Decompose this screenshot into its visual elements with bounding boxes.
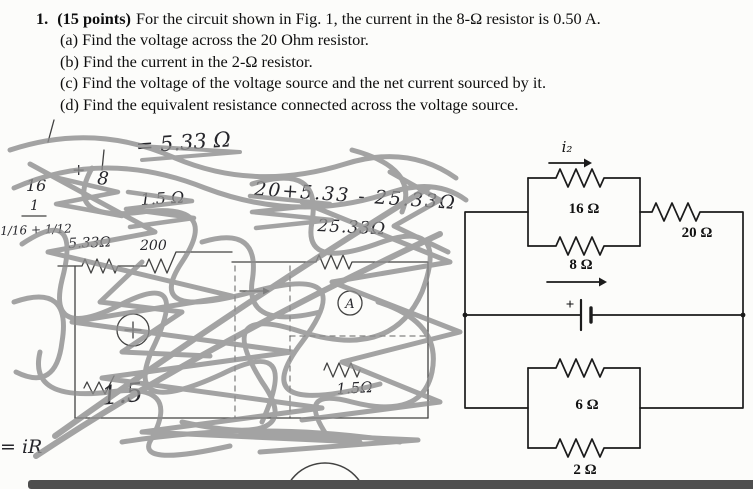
scribble-stroke <box>97 259 213 359</box>
scribble-stroke <box>247 193 335 231</box>
scribble-stroke <box>7 135 459 181</box>
problem-part-d: (d) Find the equivalent resistance conne… <box>60 94 519 114</box>
scribble-stroke <box>299 199 463 423</box>
scribble-strokes <box>7 135 469 459</box>
current-arrowhead-8ohm <box>599 277 607 287</box>
junction-dot-left <box>462 312 468 318</box>
problem-line-1: 1. (15 points)For the circuit shown in Fi… <box>36 8 741 29</box>
scribble-stroke <box>123 189 197 230</box>
sketch-resistor-lower <box>323 362 361 378</box>
problem-part-a: (a) Find the voltage across the 20 Ohm r… <box>60 30 369 50</box>
handwritten-note: 1 <box>30 198 39 214</box>
scribble-stroke <box>138 144 242 162</box>
label-2ohm: 2 Ω <box>573 462 596 478</box>
scribble-stroke <box>312 299 436 443</box>
label-6ohm: 6 Ω <box>575 397 598 413</box>
label-20ohm: 20 Ω <box>682 225 713 241</box>
sketch-top-wire-right <box>231 254 429 270</box>
resistor-20ohm <box>639 202 744 409</box>
sketch-bottom-circle <box>285 462 365 489</box>
scribble-stroke <box>11 294 66 381</box>
resistor-6ohm <box>527 358 641 378</box>
label-16ohm: 16 Ω <box>569 201 600 217</box>
current-arrowhead-i2 <box>584 158 592 168</box>
left-rail <box>464 211 529 409</box>
current-i2-label: i₂ <box>562 138 573 156</box>
scribble-stroke <box>387 169 451 255</box>
scribble-stroke <box>199 235 323 320</box>
sketch-top-wire-left <box>57 251 233 274</box>
problem-statement: 1. (15 points)For the circuit shown in Fi… <box>36 8 741 115</box>
resistor-8ohm <box>527 236 641 256</box>
scribble-stroke <box>237 429 421 455</box>
scribble-stroke <box>36 349 233 458</box>
handwritten-note: 200 <box>140 238 167 254</box>
scribble-stroke <box>53 175 125 219</box>
resistor-2ohm <box>527 438 641 458</box>
problem-number: 1. <box>36 9 49 28</box>
resistor-16ohm <box>527 168 641 188</box>
sketch-text: A <box>344 297 354 312</box>
sketch-resistor-small <box>83 375 115 395</box>
junction-dot-right <box>740 312 746 318</box>
ammeter-label: A <box>344 297 354 312</box>
scribble-stroke <box>52 185 431 439</box>
problem-part-b: (b) Find the current in the 2-Ω resistor… <box>60 51 313 71</box>
circuit-diagram <box>462 158 746 458</box>
handwritten-note: = iR <box>0 436 43 458</box>
scan-edge-bar <box>28 480 753 489</box>
problem-part-c: (c) Find the voltage of the voltage sour… <box>60 73 547 93</box>
problem-points: (15 points) <box>57 9 131 28</box>
scribble-stroke <box>27 161 363 445</box>
problem-text: For the circuit shown in Fig. 1, the cur… <box>135 9 601 28</box>
label-8ohm: 8 Ω <box>569 257 592 273</box>
battery-plus-label: + <box>566 297 575 313</box>
circuit-labels: 16 Ω 8 Ω 20 Ω 6 Ω 2 Ω + i₂ <box>562 138 713 478</box>
scribble-stroke <box>33 231 443 459</box>
